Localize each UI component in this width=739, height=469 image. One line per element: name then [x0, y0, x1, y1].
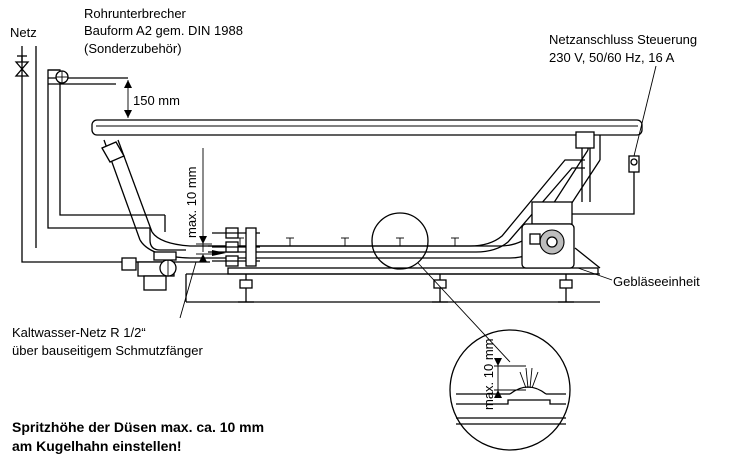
- nozzle-icon: [236, 237, 459, 246]
- valve-icon: [14, 55, 30, 77]
- label-blower: Gebläseeinheit: [613, 274, 700, 289]
- blower-unit-icon: [521, 201, 601, 269]
- label-max10-vertical: max. 10 mm: [184, 166, 199, 238]
- label-power-2: 230 V, 50/60 Hz, 16 A: [549, 50, 675, 65]
- ball-valves: [212, 227, 260, 267]
- inlet-piping: [149, 215, 210, 263]
- note-line-2: am Kugelhahn einstellen!: [12, 438, 182, 454]
- label-breaker-2: Bauform A2 gem. DIN 1988: [84, 23, 243, 38]
- label-coldwater-1: Kaltwasser-Netz R 1/2“: [12, 325, 146, 340]
- dimension-max10: [196, 148, 226, 262]
- foot-middle: [432, 274, 448, 303]
- note-line-1: Spritzhöhe der Düsen max. ca. 10 mm: [12, 419, 264, 435]
- label-coldwater-2: über bauseitigem Schmutzfänger: [12, 343, 203, 358]
- foot-left: [238, 274, 254, 303]
- detail-dim-label: max. 10 mm: [481, 338, 496, 410]
- label-breaker-3: (Sonderzubehör): [84, 41, 182, 56]
- detail-magnifier-icon: max. 10 mm: [371, 212, 571, 451]
- support-frame: [185, 267, 600, 303]
- foot-right: [558, 274, 574, 303]
- coldwater-leader: [179, 261, 197, 319]
- drain-siphon-icon: [121, 251, 177, 291]
- dimension-150mm: [124, 80, 132, 118]
- label-breaker-1: Rohrunterbrecher: [84, 6, 187, 21]
- bathtub: [91, 119, 643, 259]
- label-power-1: Netzanschluss Steuerung: [549, 32, 697, 47]
- air-riser: [575, 131, 595, 202]
- power-connection-box-icon: [572, 65, 657, 215]
- supply-pipes: [21, 46, 185, 263]
- blower-leader: [577, 267, 613, 281]
- air-pipe: [208, 159, 585, 253]
- pipe-breaker-icon: [55, 70, 69, 84]
- label-dim-150: 150 mm: [133, 93, 180, 108]
- label-netz: Netz: [10, 25, 37, 40]
